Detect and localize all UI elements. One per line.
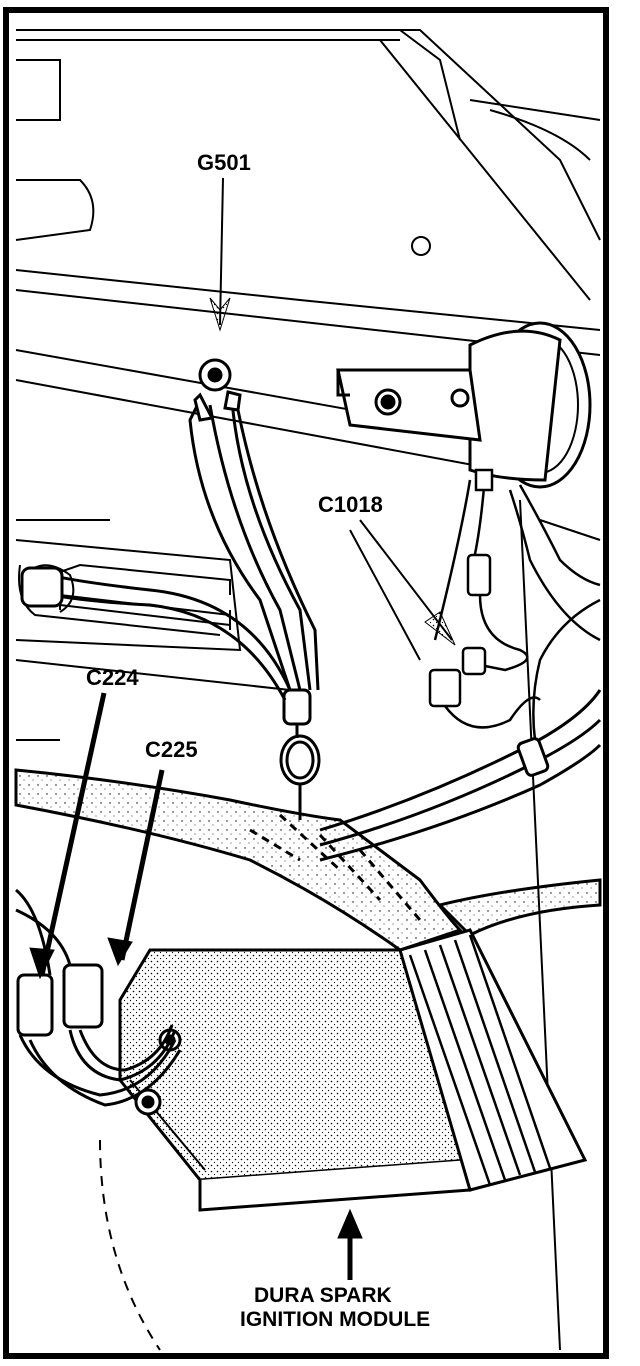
label-c224: C224 (86, 665, 139, 690)
wire-loop (279, 688, 321, 820)
label-c225: C225 (145, 737, 198, 762)
dashed-arc (99, 1139, 161, 1351)
horn (336, 321, 592, 489)
main-harness (14, 768, 602, 952)
right-harness (319, 689, 602, 862)
ground-wires (188, 390, 320, 691)
ground-point-g501 (198, 358, 232, 392)
leader-arrows (29, 177, 456, 1280)
left-harness (20, 566, 292, 701)
label-g501: G501 (197, 150, 251, 175)
ignition-module (118, 928, 588, 1212)
label-module-line1: DURA SPARK (254, 1284, 392, 1307)
body-panel-lines (15, 29, 601, 1351)
label-module-line2: IGNITION MODULE (240, 1308, 430, 1331)
label-c1018: C1018 (318, 492, 383, 517)
